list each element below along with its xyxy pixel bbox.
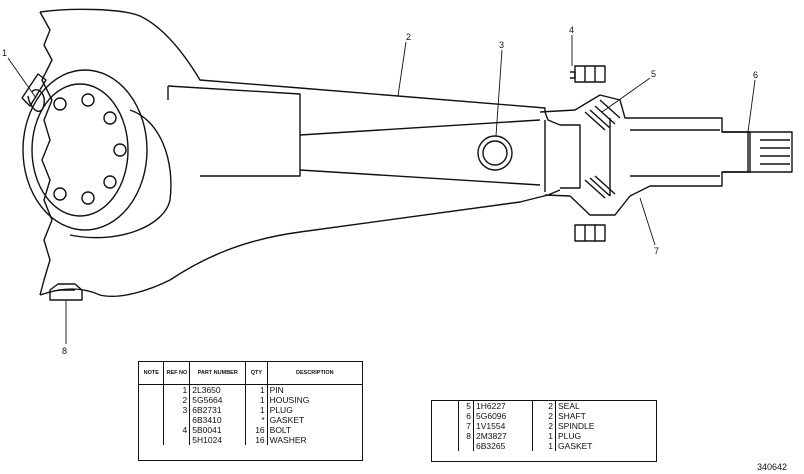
part-number-cell: 5G5664 [189, 395, 247, 405]
note-cell [432, 401, 459, 411]
callout-8: 8 [62, 346, 67, 356]
description-cell: SPINDLE [558, 421, 595, 431]
description-cell: BOLT [269, 425, 292, 435]
description-header: DESCRIPTION [267, 362, 362, 385]
ref-cell: 3 [163, 405, 191, 415]
description-cell: WASHER [269, 435, 307, 445]
housing-outline [39, 8, 561, 126]
part-number-cell: 2M3827 [473, 431, 533, 441]
callout-7: 7 [654, 246, 659, 256]
part-number-cell: 6B2731 [189, 405, 247, 415]
ref-cell: 8 [458, 431, 474, 441]
ref-cell [458, 441, 474, 451]
part-number-cell: 5B0041 [189, 425, 247, 435]
callout-5: 5 [651, 69, 656, 79]
parts-table-left: NOTE REF NO PART NUMBER QTY DESCRIPTION … [139, 362, 362, 445]
callout-2: 2 [406, 32, 411, 42]
description-cell: GASKET [269, 415, 305, 425]
qty-cell: 1 [245, 405, 268, 415]
qty-cell: 16 [245, 435, 268, 445]
part-number-cell: 1V1554 [473, 421, 533, 431]
part-number-cell: 6B3265 [473, 441, 533, 451]
note-header: NOTE [139, 362, 165, 385]
callout-1: 1 [2, 48, 7, 58]
note-cell [139, 425, 165, 435]
ref-cell: 5 [458, 401, 474, 411]
note-cell [139, 395, 165, 405]
note-cell [432, 441, 459, 451]
ref-cell [163, 415, 191, 425]
qty-cell: 2 [532, 401, 556, 411]
description-cell: GASKET [558, 441, 593, 451]
description-cell: PLUG [558, 431, 582, 441]
part-number-cell: 1H6227 [473, 401, 533, 411]
part-number-cell: 5G6096 [473, 411, 533, 421]
note-cell [139, 415, 165, 425]
qty-cell: * [245, 415, 268, 425]
ref-cell: 7 [458, 421, 474, 431]
qty-cell: 1 [245, 384, 268, 395]
description-cell: PLUG [269, 405, 293, 415]
description-cell: PIN [269, 385, 284, 395]
part-number-cell: 5H1024 [189, 435, 247, 445]
description-cell: SEAL [558, 401, 580, 411]
plug-circle [477, 135, 513, 171]
note-cell [139, 405, 165, 415]
parts-list-left: NOTE REF NO PART NUMBER QTY DESCRIPTION … [138, 361, 363, 461]
part-number-cell: 6B3410 [189, 415, 247, 425]
ref-cell: 2 [163, 395, 191, 405]
parts-row: 6B3410*GASKET [139, 415, 362, 425]
note-cell [139, 384, 165, 395]
qty-cell: 16 [245, 425, 268, 435]
qty-cell: 2 [532, 421, 556, 431]
ref-cell [163, 435, 191, 445]
callout-3: 3 [499, 40, 504, 50]
note-cell [432, 431, 459, 441]
note-cell [139, 435, 165, 445]
callout-6: 6 [753, 70, 758, 80]
description-cell: HOUSING [269, 395, 310, 405]
ref-cell: 6 [458, 411, 474, 421]
ref-cell: 4 [163, 425, 191, 435]
qty-header: QTY [245, 362, 268, 385]
part-number-cell: 2L3650 [189, 384, 247, 395]
ref-header: REF NO [163, 362, 191, 385]
document-id: 340642 [757, 462, 788, 472]
parts-table-header: NOTE REF NO PART NUMBER QTY DESCRIPTION [139, 362, 362, 385]
part-number-header: PART NUMBER [189, 362, 247, 385]
description-cell: SHAFT [558, 411, 586, 421]
qty-cell: 1 [245, 395, 268, 405]
qty-cell: 1 [532, 431, 556, 441]
note-cell [432, 421, 459, 431]
ref-cell: 1 [163, 384, 191, 395]
callout-4: 4 [569, 25, 574, 35]
qty-cell: 2 [532, 411, 556, 421]
note-cell [432, 411, 459, 421]
qty-cell: 1 [532, 441, 556, 451]
